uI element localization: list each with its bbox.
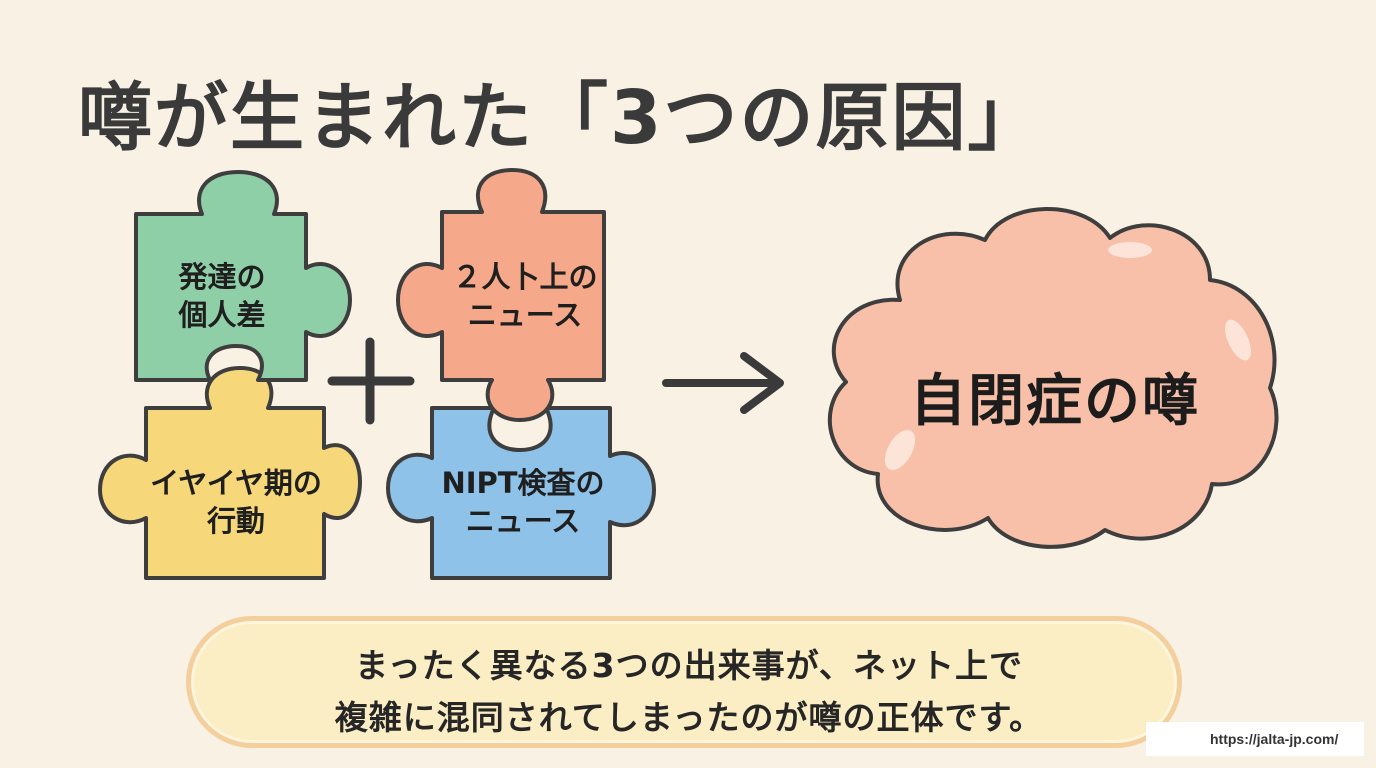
piece-label-orange: ２人卜上の ニュース (452, 260, 598, 332)
summary-line-2: 複雑に混同されてしまったのが噂の正体です。 (334, 698, 1044, 737)
plus-icon (327, 337, 415, 425)
cloud-highlight (1108, 242, 1152, 258)
puzzle-piece-green (134, 170, 352, 382)
piece-label-green: 発達の 個人差 (178, 260, 266, 332)
footer-tag (1146, 722, 1364, 756)
cloud-label: 自閉症の噂 (910, 369, 1200, 434)
summary-box: まったく異なる3つの出来事が、ネット上で 複雑に混同されてしまったのが噂の正体で… (186, 616, 1182, 748)
puzzle-piece-orange (396, 168, 606, 422)
cloud-highlight (1225, 319, 1251, 361)
puzzle-piece-blue (386, 406, 656, 580)
piece-label-blue: NIPT検査の ニュース (441, 466, 605, 538)
footer-url-link[interactable]: https://jalta-jp.com/ (1210, 731, 1339, 747)
cloud-highlight (884, 430, 916, 470)
piece-label-yellow: イヤイヤ期の 行動 (150, 466, 322, 538)
arrow-right-icon (662, 352, 784, 414)
page-title: 噂が生まれた「3つの原因」 (78, 75, 1044, 161)
puzzle-piece-yellow (98, 366, 362, 580)
rumor-cloud (828, 207, 1279, 549)
summary-line-1: まったく異なる3つの出来事が、ネット上で (355, 646, 1023, 685)
